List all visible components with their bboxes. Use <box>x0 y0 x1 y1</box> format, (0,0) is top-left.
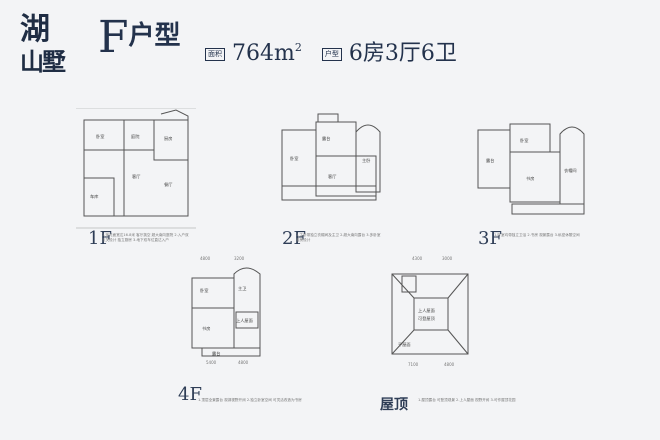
dimension-label: 4800 <box>200 256 211 261</box>
floor-note-4f: 1.顶层全景露台 观湖视野开阔 2.独立卧室空间 可灵活改造为书房 <box>198 398 302 402</box>
floor-note-roof: 1.屋顶露台 可登顶观景 2.上人屋面 视野开阔 3.可作屋顶花园 <box>418 398 516 402</box>
floor-label-4f: 4F <box>178 384 202 405</box>
room-label: 卧室 <box>520 137 528 144</box>
room-label: 可登屋顶 <box>418 315 436 322</box>
floor-label-2f: 2F <box>282 228 306 249</box>
room-label: 庭院 <box>131 133 140 140</box>
room-label: 露台 <box>322 135 330 142</box>
rooms-value: 6房3厅6卫 <box>348 41 457 66</box>
dimension-label: 5400 <box>206 360 217 365</box>
area-value: 764 <box>232 41 274 66</box>
project-logo: 湖 山墅 <box>20 14 74 84</box>
room-label: 主卫 <box>238 285 246 291</box>
floor-label-1f: 1F <box>88 228 112 249</box>
dimension-label: 3200 <box>234 256 245 261</box>
area-badge: 面积 <box>205 47 225 61</box>
logo-text-bottom: 山墅 <box>20 47 66 76</box>
unit-type-cn: 户型 <box>128 21 181 51</box>
room-label: 厨房 <box>164 135 172 142</box>
area-info: 面积 764m2 户型 6房3厅6卫 <box>205 36 457 66</box>
room-label: 车库 <box>90 193 98 200</box>
room-label: 客厅 <box>132 173 140 180</box>
room-label: 平屋面 <box>398 342 411 348</box>
floor-plan-2f: 卧室 客厅 主卧 露台 <box>281 113 381 201</box>
unit-type-title: F户型 <box>98 14 181 60</box>
dimension-label: 4300 <box>412 256 423 261</box>
room-label: 主卧 <box>362 157 370 164</box>
room-label: 露台 <box>486 157 494 164</box>
room-label: 衣帽间 <box>564 167 577 174</box>
room-label: 卧室 <box>96 133 104 140</box>
room-label: 书房 <box>202 325 210 332</box>
floor-plan-4f: 4800 3200 卧室 主卫 书房 露台 上人屋面 5400 4800 <box>191 256 261 365</box>
dimension-label: 4800 <box>238 360 249 365</box>
dimension-label: 7100 <box>408 362 419 367</box>
room-label: 客厅 <box>328 173 336 180</box>
floor-note-2f: 1.主卧带独立衣帽间及主卫 2.超大南向露台 3.多卧室套房设计 <box>296 233 381 242</box>
room-label: 上人屋面 <box>418 307 435 314</box>
room-label: 卧室 <box>200 287 208 294</box>
floor-plan-3f: 卧室 露台 书房 衣帽间 <box>477 123 585 215</box>
area-sup: 2 <box>294 41 302 54</box>
room-label: 卧室 <box>290 155 298 162</box>
floor-plan-1f: 客厅 餐厅 厨房 卧室 车库 庭院 <box>76 108 196 229</box>
rooms-badge: 户型 <box>321 47 342 61</box>
room-label: 上人屋面 <box>236 317 253 324</box>
floor-label-3f: 3F <box>478 228 502 249</box>
room-label: 餐厅 <box>164 181 172 188</box>
logo-text-top: 湖 <box>20 12 50 47</box>
area-unit: m <box>274 41 295 66</box>
floor-plan-roof: 4300 3000 上人屋面 可登屋顶 平屋面 7100 4800 <box>391 256 469 367</box>
floor-note-3f: 1.卧室均带独立卫浴 2.书房 观景露台 3.私密休憩空间 <box>494 233 580 237</box>
room-label: 露台 <box>212 350 220 357</box>
floor-label-roof: 屋顶 <box>380 397 408 413</box>
floor-note-1f: 1.采光面宽达16.8米 客厅挑空 超大南向庭院 2.入户双玄关设计 独立厨房 … <box>102 233 189 242</box>
dimension-label: 3000 <box>442 256 453 261</box>
unit-type-letter: F <box>98 12 129 63</box>
dimension-label: 4800 <box>444 362 455 367</box>
room-label: 书房 <box>526 175 534 182</box>
